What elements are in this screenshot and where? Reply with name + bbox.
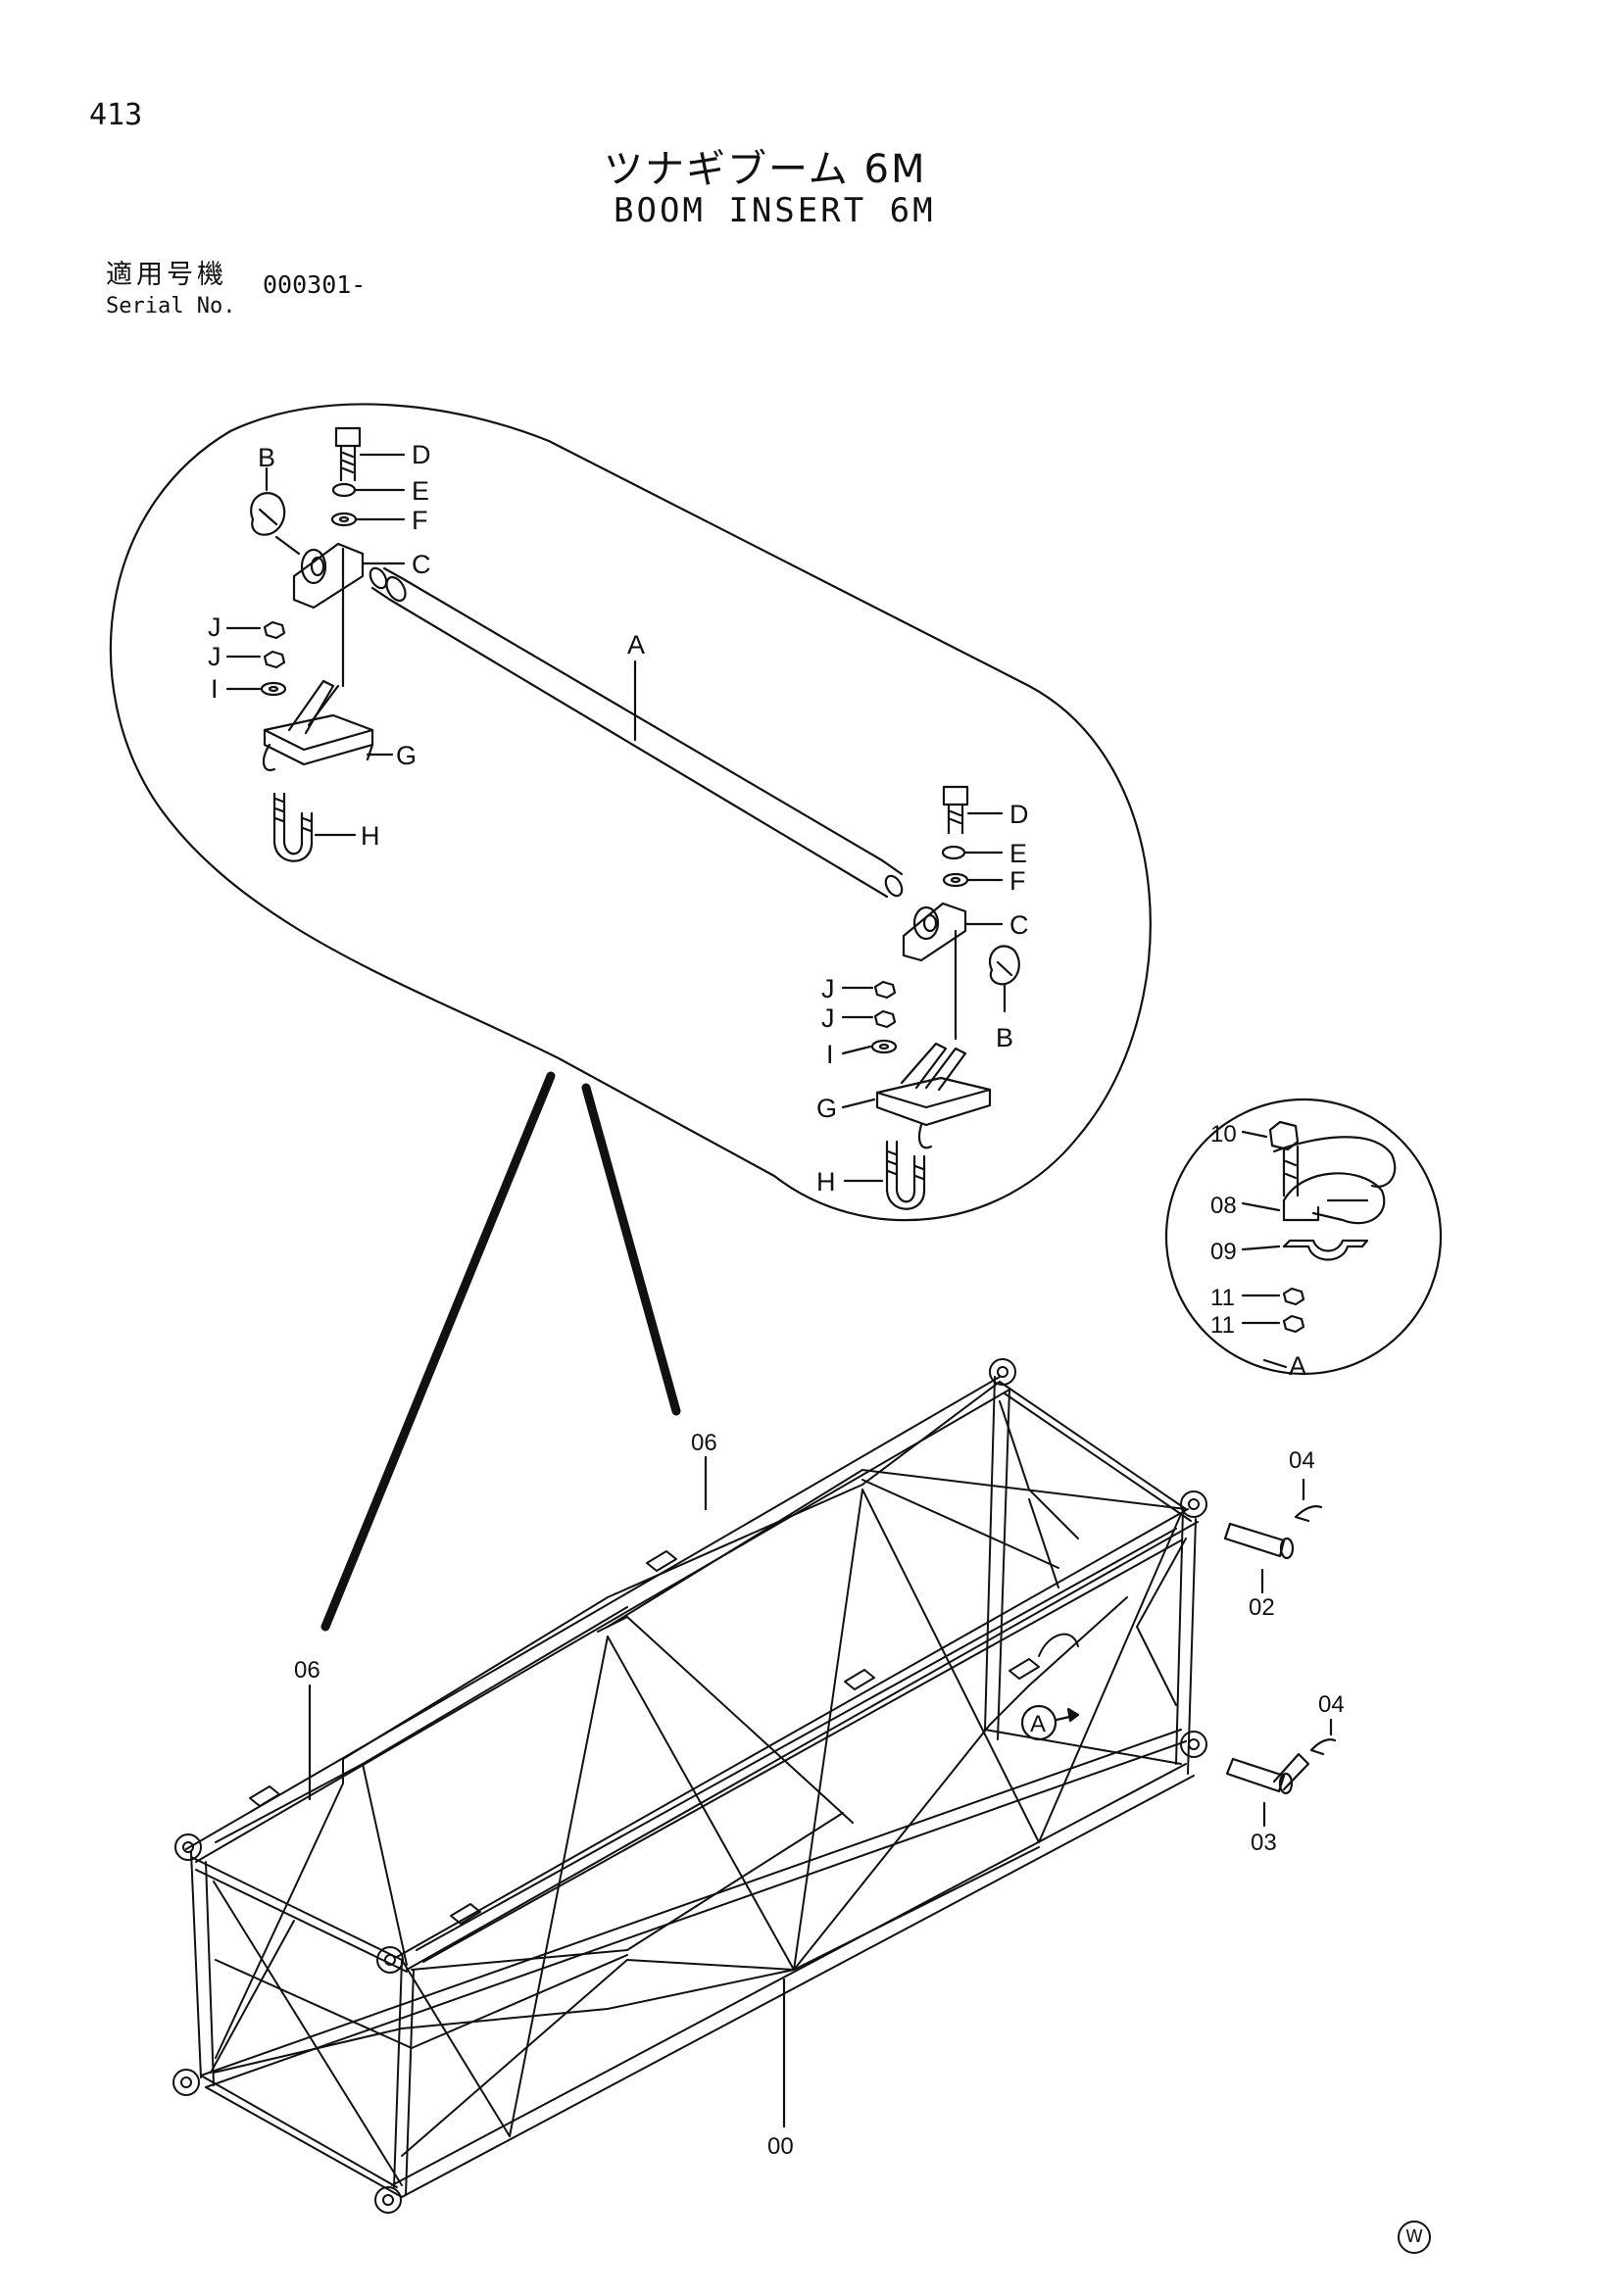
label-part-04-top: 04 xyxy=(1289,1447,1315,1474)
label-right-g: G xyxy=(816,1094,837,1123)
label-left-f: F xyxy=(412,506,428,535)
label-detail-a: A xyxy=(1289,1351,1306,1381)
right-nut-j1 xyxy=(841,980,897,1000)
label-detail-11b: 11 xyxy=(1210,1312,1235,1339)
right-bracket-g xyxy=(841,1042,992,1149)
left-u-bolt-h xyxy=(272,792,357,862)
label-part-00: 00 xyxy=(767,2133,794,2160)
label-part-04-bottom: 04 xyxy=(1318,1691,1345,1718)
label-right-b: B xyxy=(996,1023,1013,1052)
label-detail-11a: 11 xyxy=(1210,1285,1235,1311)
right-clamp-b xyxy=(989,945,1020,1013)
right-washer-i xyxy=(841,1039,898,1055)
label-detail-10: 10 xyxy=(1210,1121,1237,1148)
label-left-h: H xyxy=(361,821,380,851)
label-right-e: E xyxy=(1009,839,1027,868)
detail-a-circle xyxy=(1164,1098,1443,1376)
label-callout-a: A xyxy=(1030,1711,1046,1737)
right-u-bolt-h xyxy=(843,1140,926,1210)
pin-02 xyxy=(1223,1522,1295,1594)
boom-lattice-frame xyxy=(172,1358,1207,2214)
clip-04-bottom xyxy=(1309,1718,1337,1756)
right-bolt-d xyxy=(942,785,1004,835)
detail-a-nut-11b xyxy=(1241,1314,1305,1334)
shaft-a xyxy=(369,566,904,899)
label-part-06-left: 06 xyxy=(294,1657,320,1684)
label-left-e: E xyxy=(412,476,429,506)
left-clamp-b xyxy=(250,466,301,556)
left-nut-j1 xyxy=(225,620,286,640)
label-right-i: I xyxy=(826,1040,834,1069)
label-detail-09: 09 xyxy=(1210,1239,1237,1265)
page-title-japanese: ツナギブーム 6M xyxy=(604,147,927,192)
detail-a-leader xyxy=(1262,1358,1288,1369)
label-left-g: G xyxy=(396,741,417,770)
connector-line-left xyxy=(320,1071,556,1632)
serial-number-value: 000301- xyxy=(263,270,367,299)
left-lock-washer-e xyxy=(331,482,406,498)
connector-line-right xyxy=(581,1083,681,1416)
page-title-english: BOOM INSERT 6M xyxy=(614,191,936,230)
serial-label-japanese: 適用号機 xyxy=(106,260,227,290)
label-right-f: F xyxy=(1009,866,1026,896)
callout-a-circle xyxy=(1020,1704,1057,1741)
label-right-h: H xyxy=(816,1167,836,1197)
label-left-d: D xyxy=(412,440,431,469)
label-shaft-a: A xyxy=(627,630,645,659)
page-number: 413 xyxy=(89,98,143,132)
label-left-c: C xyxy=(412,550,431,579)
label-right-j2: J xyxy=(821,1003,835,1033)
left-washer-i xyxy=(225,681,287,697)
right-bearing-c xyxy=(902,902,1004,1041)
label-detail-08: 08 xyxy=(1210,1193,1237,1219)
left-nut-j2 xyxy=(225,650,286,669)
left-washer-f xyxy=(330,512,406,527)
left-bolt-d xyxy=(334,426,406,482)
label-left-j1: J xyxy=(208,612,221,642)
right-washer-f xyxy=(942,872,1004,888)
pin-03 xyxy=(1225,1752,1310,1828)
label-left-i: I xyxy=(211,674,219,704)
detail-a-bolt-10 xyxy=(1241,1120,1300,1197)
detail-capsule-outline xyxy=(109,403,1152,1222)
manufacturer-mark: W xyxy=(1398,2221,1431,2254)
label-part-06-top: 06 xyxy=(691,1430,717,1456)
label-right-j1: J xyxy=(821,974,835,1003)
label-left-b: B xyxy=(258,443,275,472)
label-right-d: D xyxy=(1009,800,1029,829)
label-left-j2: J xyxy=(208,642,221,671)
right-nut-j2 xyxy=(841,1009,897,1029)
label-part-03: 03 xyxy=(1251,1830,1277,1856)
label-right-c: C xyxy=(1009,910,1029,940)
detail-a-nut-11a xyxy=(1241,1287,1305,1306)
right-lock-washer-e xyxy=(941,845,1004,860)
clip-04-top xyxy=(1294,1478,1323,1523)
left-bracket-g xyxy=(262,679,394,772)
serial-label-english: Serial No. xyxy=(106,294,236,318)
left-bearing-c xyxy=(292,542,406,688)
label-part-02: 02 xyxy=(1249,1594,1275,1621)
detail-a-clamp-09 xyxy=(1241,1239,1369,1261)
detail-a-clamp-08 xyxy=(1241,1136,1397,1225)
